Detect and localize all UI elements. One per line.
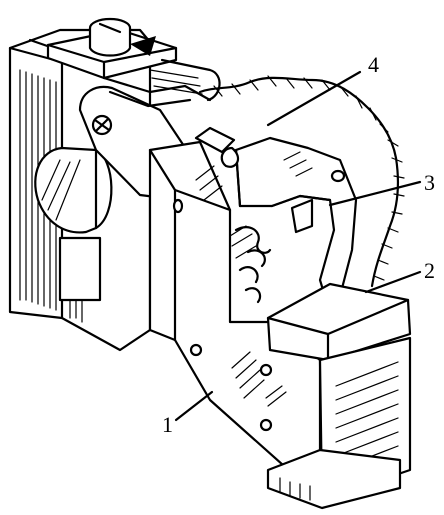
leader-4 [266,70,362,127]
rivet-hole [189,343,203,357]
label-1: 1 [162,412,173,437]
rivet-hole [259,418,273,432]
label-2: 2 [424,258,435,283]
pigtail-lead [198,75,405,288]
leader-2 [364,270,422,294]
rivet-hole [259,363,273,377]
rivet-hole [172,198,184,214]
carbon-brush [266,282,412,510]
mounting-bracket [8,28,152,352]
leader-1 [174,390,214,422]
leader-3 [328,180,422,207]
label-4: 4 [368,52,379,77]
pressure-finger [194,126,358,302]
arrow-icon [130,36,156,56]
brush-tip [266,448,402,510]
coil-spring [229,225,272,304]
finger-pin [330,169,346,183]
tension-screw-assembly [46,17,221,108]
leader-lines [174,70,422,422]
label-3: 3 [424,170,435,195]
